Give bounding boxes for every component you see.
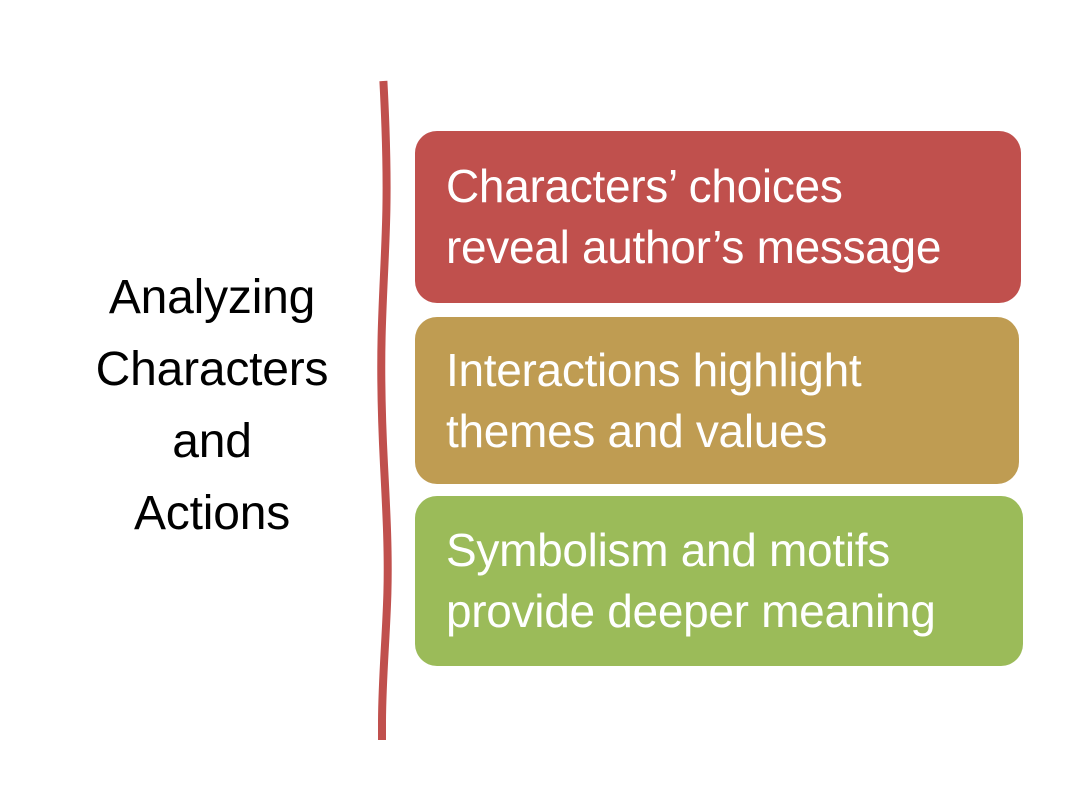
list-item[interactable]: Symbolism and motifs provide deeper mean… xyxy=(415,496,1023,666)
list-item-label: Interactions highlight themes and values xyxy=(446,343,862,457)
list-item[interactable]: Interactions highlight themes and values xyxy=(415,317,1019,484)
list-item-label: Symbolism and motifs provide deeper mean… xyxy=(446,524,936,637)
list-item[interactable]: Characters’ choices reveal author’s mess… xyxy=(415,131,1021,303)
brush-stroke-icon xyxy=(377,80,392,740)
list-item-label: Characters’ choices reveal author’s mess… xyxy=(446,160,942,273)
page-title: Analyzing Characters and Actions xyxy=(95,271,329,540)
vertical-divider xyxy=(366,78,406,743)
